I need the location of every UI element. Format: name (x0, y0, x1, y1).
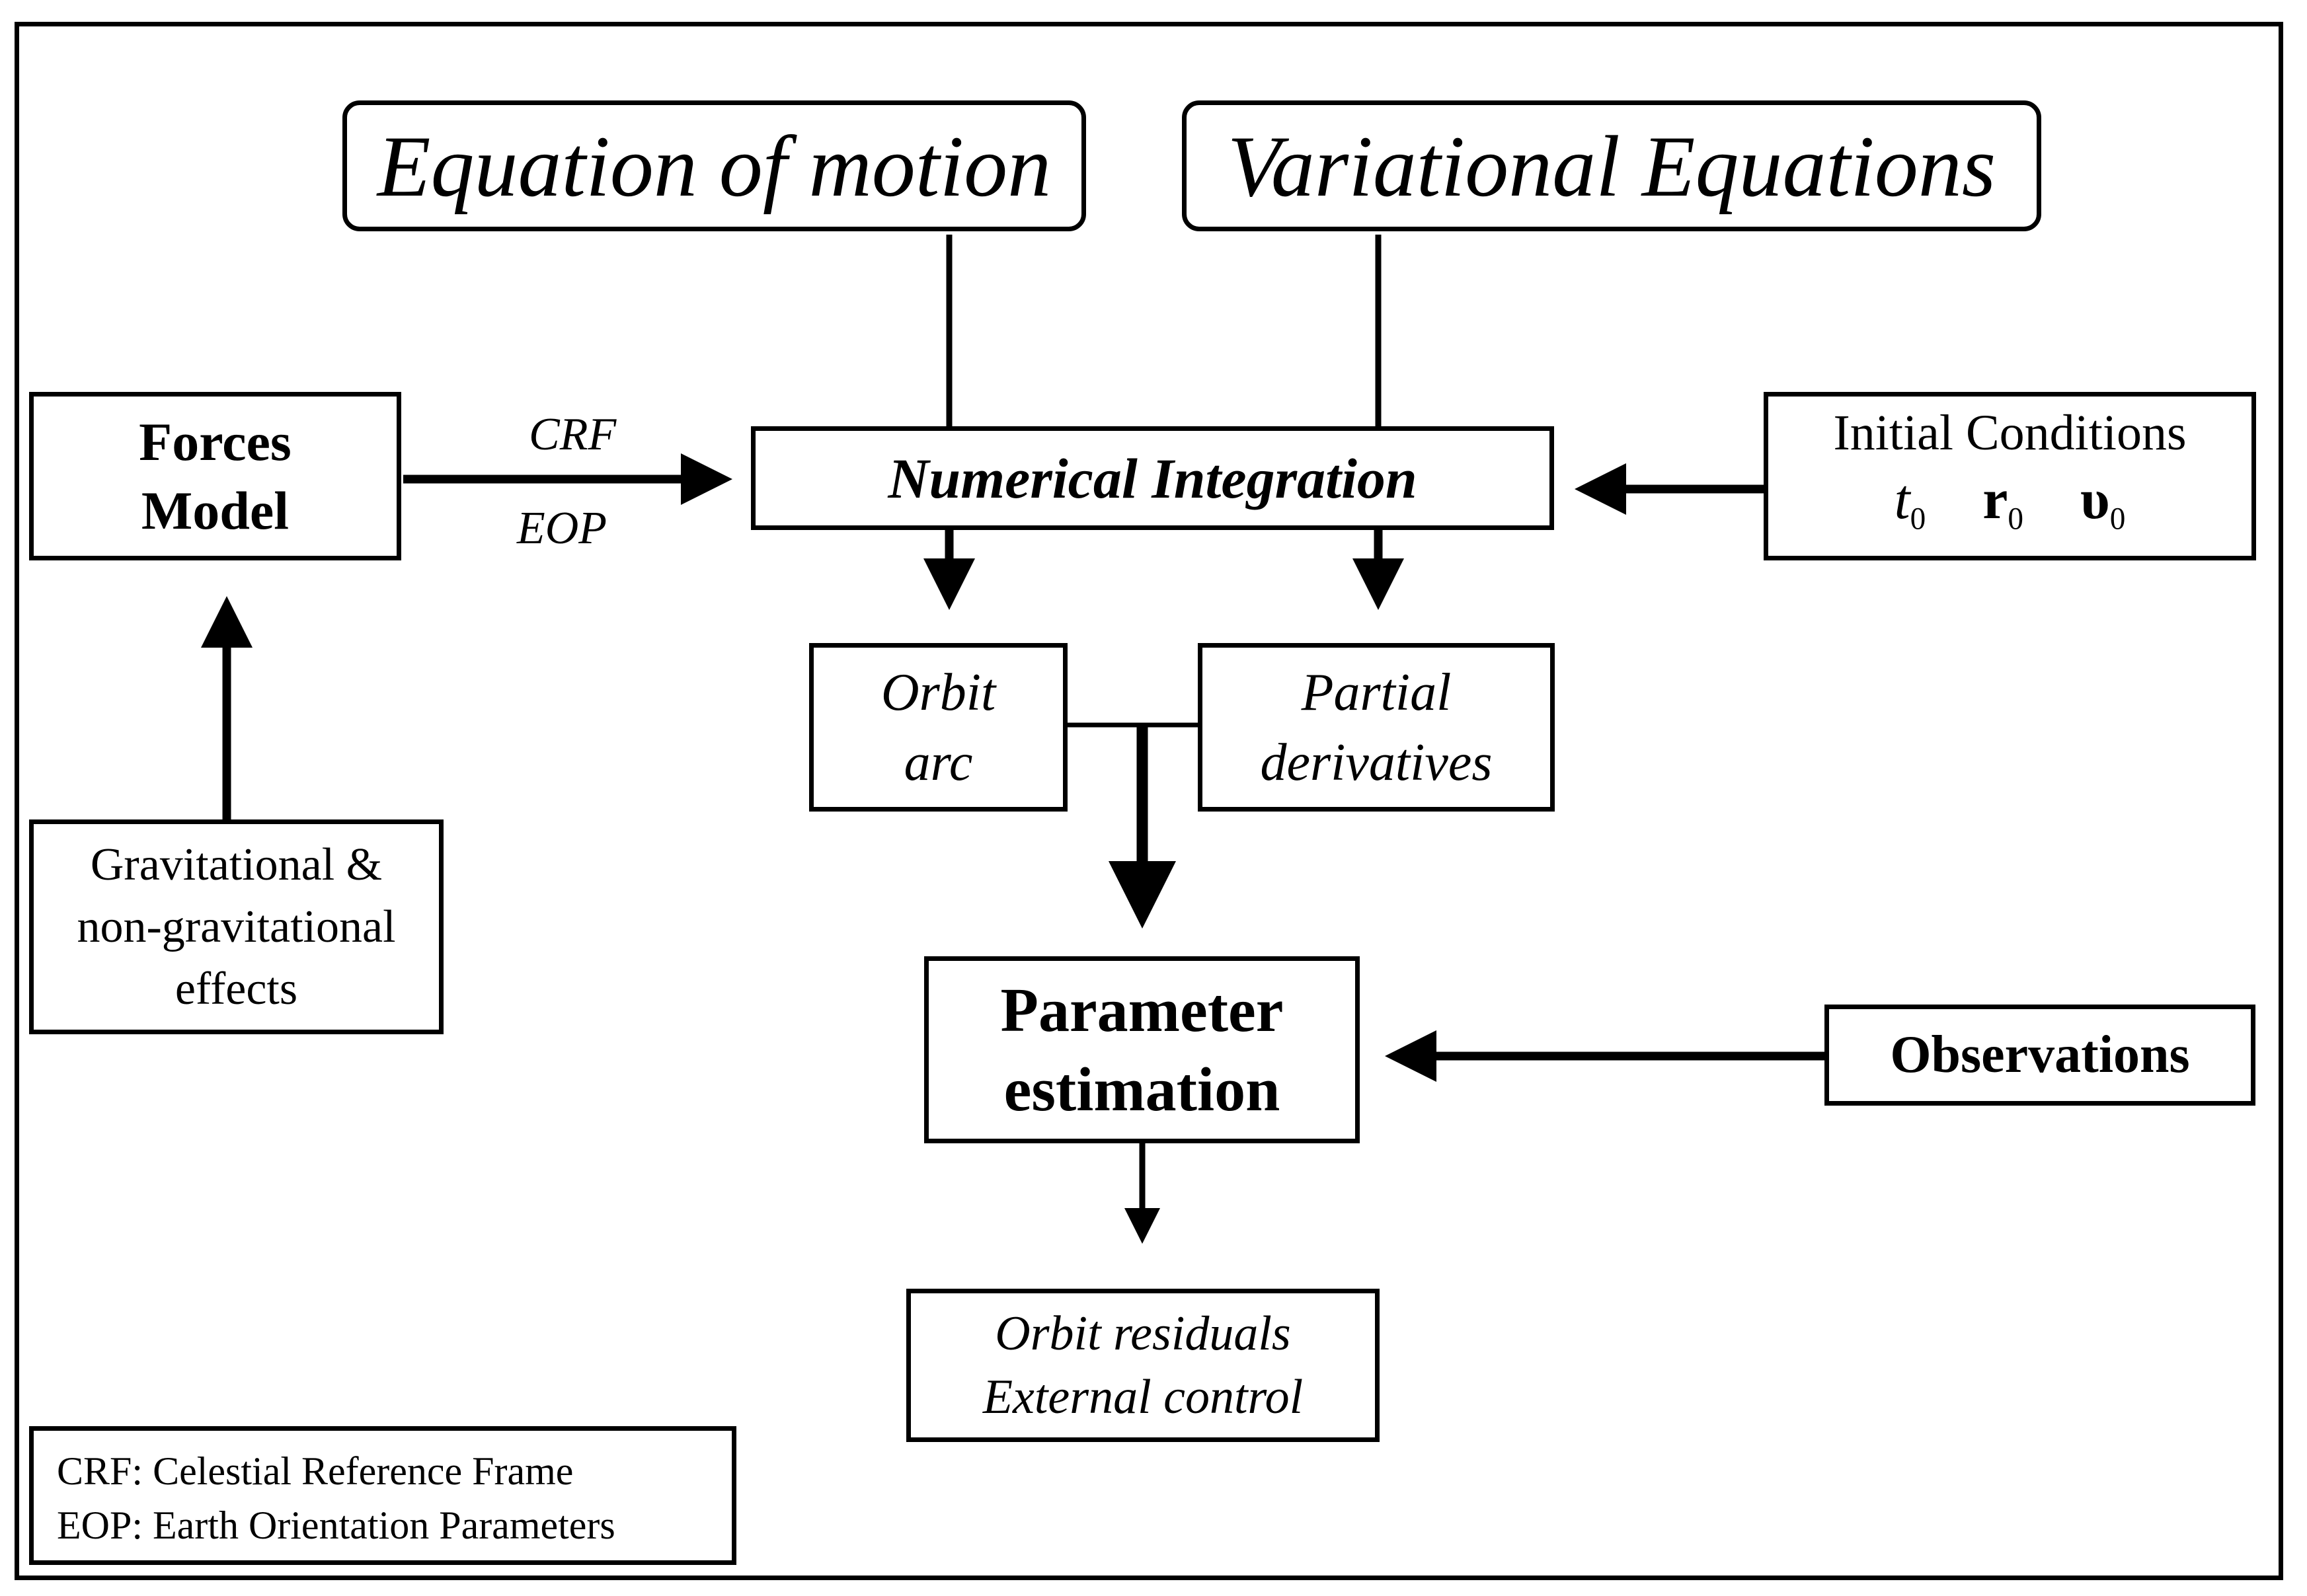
numerical-integration-label: Numerical Integration (888, 446, 1417, 510)
legend-crf: CRF: Celestial Reference Frame (57, 1449, 574, 1493)
forces-model-box: Forces Model (29, 392, 401, 560)
v0-symbol: υ0 (2080, 467, 2126, 537)
parameter-estimation-line-1: Parameter (1000, 975, 1284, 1045)
initial-conditions-box: Initial Conditions t0 r0 υ0 (1764, 392, 2256, 560)
equation-of-motion-box: Equation of motion (342, 100, 1086, 231)
partial-derivatives-line-1: Partial (1301, 663, 1452, 722)
orbit-arc-line-1: Orbit (880, 663, 996, 722)
initial-conditions-symbols: t0 r0 υ0 (1895, 466, 2126, 552)
orbit-residuals-line-2: External control (982, 1370, 1304, 1424)
eop-label: EOP (517, 503, 607, 554)
gravitational-line-1: Gravitational & (90, 839, 383, 890)
t0-symbol: t0 (1894, 467, 1926, 537)
legend-box: CRF: Celestial Reference Frame EOP: Eart… (29, 1426, 736, 1565)
parameter-estimation-line-2: estimation (1003, 1055, 1280, 1124)
diagram-frame (15, 22, 2283, 1580)
r0-symbol: r0 (1982, 467, 2024, 537)
variational-equations-box: Variational Equations (1182, 100, 2041, 231)
orbit-residuals-line-1: Orbit residuals (995, 1307, 1291, 1361)
gravitational-line-3: effects (175, 963, 298, 1014)
partial-derivatives-box: Partial derivatives (1198, 643, 1555, 812)
forces-model-line-1: Forces (139, 411, 292, 472)
forces-model-line-2: Model (141, 480, 290, 541)
gravitational-effects-box: Gravitational & non-gravitational effect… (29, 819, 444, 1034)
orbit-arc-box: Orbit arc (809, 643, 1068, 812)
orbit-arc-line-2: arc (904, 733, 973, 792)
initial-conditions-title: Initial Conditions (1833, 405, 2187, 461)
legend-eop: EOP: Earth Orientation Parameters (57, 1503, 615, 1547)
variational-equations-label: Variational Equations (1227, 117, 1996, 215)
crf-label: CRF (529, 409, 617, 460)
partial-derivatives-line-2: derivatives (1260, 733, 1493, 792)
gravitational-line-2: non-gravitational (77, 901, 396, 952)
observations-label: Observations (1890, 1026, 2190, 1084)
equation-of-motion-label: Equation of motion (377, 117, 1052, 215)
parameter-estimation-box: Parameter estimation (924, 956, 1360, 1143)
numerical-integration-box: Numerical Integration (751, 426, 1554, 530)
observations-box: Observations (1824, 1005, 2255, 1106)
orbit-residuals-box: Orbit residuals External control (906, 1289, 1380, 1442)
